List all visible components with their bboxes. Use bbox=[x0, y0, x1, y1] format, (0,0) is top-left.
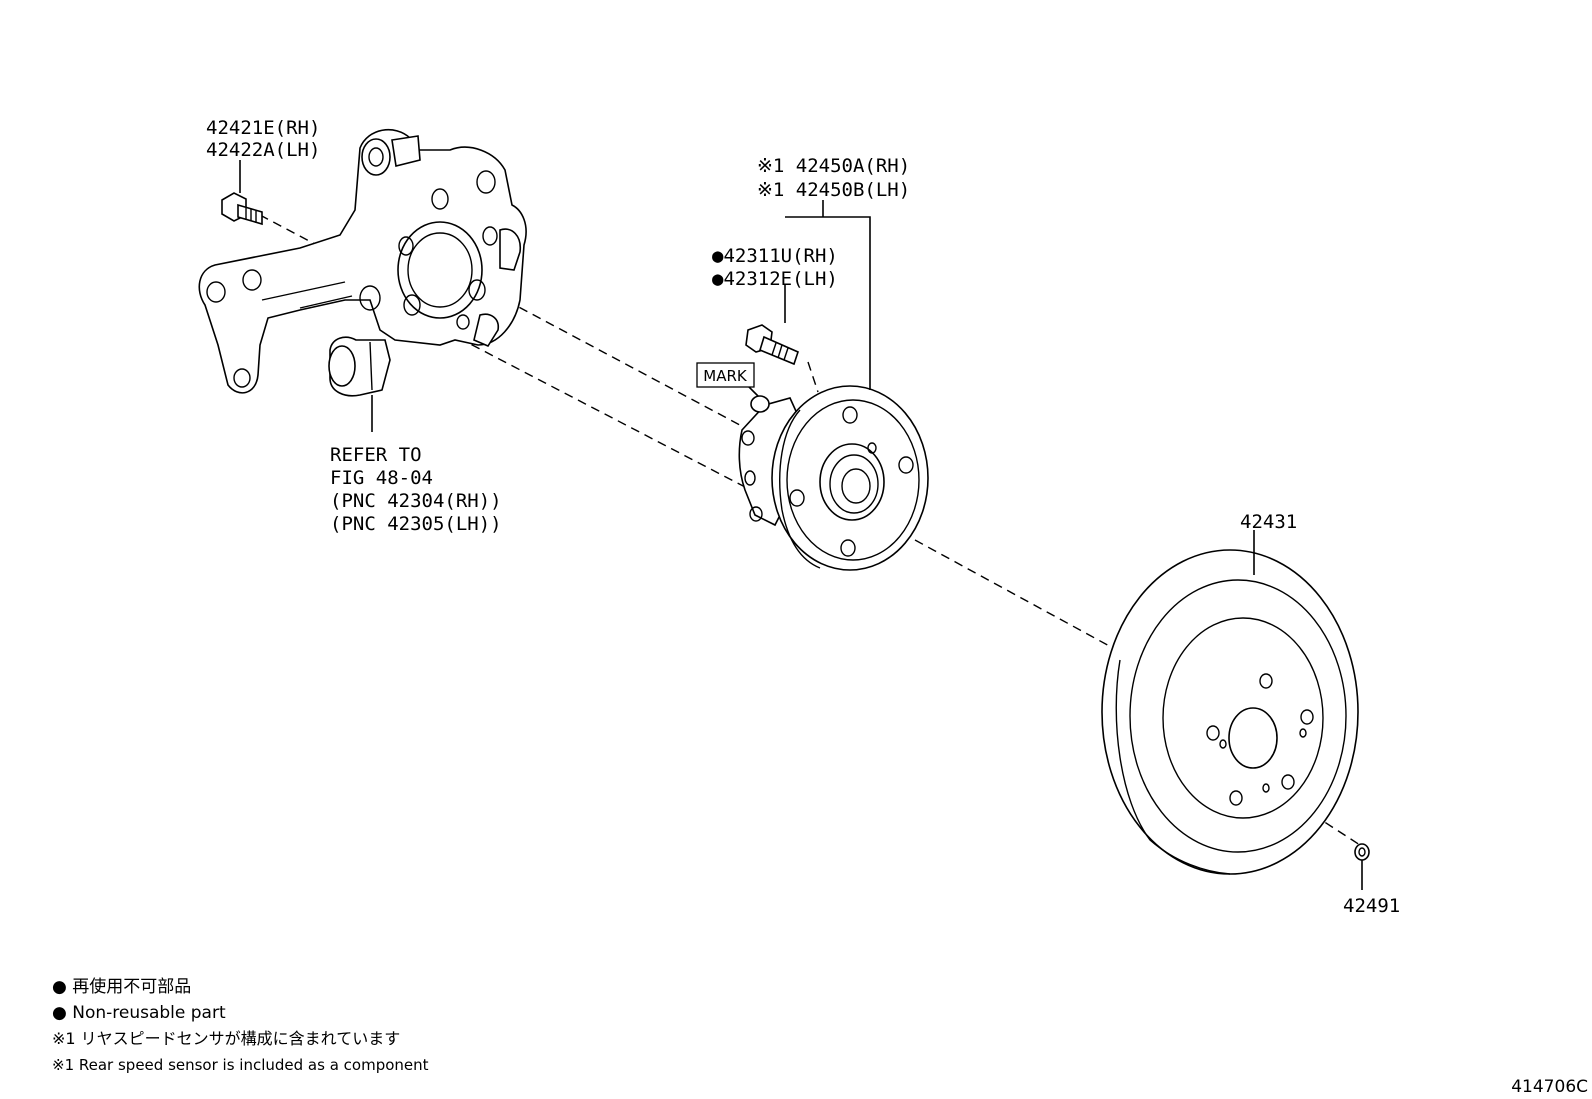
legend-note1-jp: ※1 リヤスピードセンサが構成に含まれています bbox=[52, 1029, 400, 1048]
hub-bolt bbox=[745, 285, 799, 366]
label-pnc-lh: (PNC 42305(LH)) bbox=[330, 513, 502, 535]
label-42450A: ※1 42450A(RH) bbox=[757, 155, 910, 177]
label-fig-ref: FIG 48-04 bbox=[330, 467, 433, 489]
label-42431: 42431 bbox=[1240, 511, 1297, 533]
label-42421E: 42421E(RH) bbox=[206, 117, 320, 139]
legend-nonreusable-en: ● Non-reusable part bbox=[52, 1003, 226, 1023]
label-mark: MARK bbox=[703, 367, 748, 385]
legend-note1-en: ※1 Rear speed sensor is included as a co… bbox=[52, 1056, 429, 1074]
label-42491: 42491 bbox=[1343, 895, 1400, 917]
brake-disc bbox=[1101, 530, 1359, 875]
knuckle-bolt bbox=[221, 160, 263, 226]
legend: ● 再使用不可部品 ● Non-reusable part ※1 リヤスピードセ… bbox=[52, 976, 429, 1074]
legend-nonreusable-jp: ● 再使用不可部品 bbox=[52, 976, 191, 997]
label-42450B: ※1 42450B(LH) bbox=[757, 179, 910, 201]
part-labels: 42421E(RH) 42422A(LH) ※1 42450A(RH) ※1 4… bbox=[206, 117, 1400, 917]
disc-set-screw bbox=[1354, 843, 1370, 890]
label-42422A: 42422A(LH) bbox=[206, 139, 320, 161]
figure-id: 414706C bbox=[1511, 1077, 1588, 1097]
label-42312E: ●42312E(LH) bbox=[712, 268, 838, 290]
label-pnc-rh: (PNC 42304(RH)) bbox=[330, 490, 502, 512]
label-refer-to: REFER TO bbox=[330, 444, 422, 466]
mark-box bbox=[696, 362, 755, 388]
hub-bearing-assembly bbox=[738, 200, 929, 571]
label-42311U: ●42311U(RH) bbox=[712, 245, 838, 267]
rear-knuckle bbox=[198, 129, 527, 432]
